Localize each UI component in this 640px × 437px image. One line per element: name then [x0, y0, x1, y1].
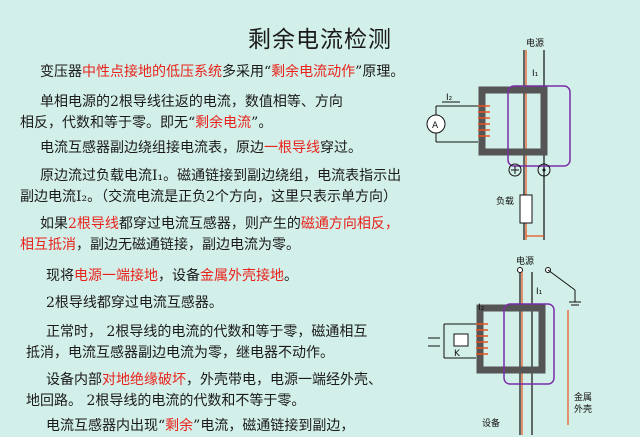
highlight: 2根导线	[68, 216, 119, 232]
power-label-2: 电源	[516, 255, 534, 267]
highlight: 金属外壳接地	[200, 268, 284, 284]
secondary-winding	[478, 105, 490, 137]
text: ”电流，磁通链接到副边，	[193, 418, 355, 434]
paragraph-4: 原边流过负载电流I₁。磁通链接到副边绕组，电流表指示出 副边电流I₂。（交流电流…	[20, 166, 402, 208]
shell-label-2: 外壳	[574, 403, 592, 415]
paragraph-6: 现将电源一端接地，设备金属外壳接地。	[46, 266, 298, 287]
text: 穿过。	[320, 140, 362, 156]
load	[519, 194, 533, 224]
text: ”。	[251, 115, 273, 131]
i2-label: I₂	[446, 93, 453, 103]
paragraph-7: 2根导线都穿过电流互感器。	[46, 295, 223, 311]
text: ，外壳带电，电源一端经外壳、	[186, 372, 382, 388]
text: 相反，代数和等于零。即无“	[20, 115, 196, 131]
text-line: 正常时， 2根导线的电流的代数和等于零，磁通相互	[46, 324, 368, 340]
flux-loop-2	[503, 303, 555, 385]
paragraph-5: 如果2根导线都穿过电流互感器，则产生的磁通方向相反， 相互抵消，副边无磁通链接，…	[20, 214, 399, 256]
text: ”原理。	[355, 64, 405, 80]
device-label: 设备	[482, 417, 500, 429]
highlight: 中性点接地的低压系统	[82, 64, 222, 80]
text: 电流互感器副边绕组接电流表，原边	[40, 140, 264, 156]
highlight: 对地绝缘破坏	[102, 372, 186, 388]
text-line: 原边流过负载电流I₁。磁通链接到副边绕组，电流表指示出	[40, 168, 402, 184]
shell-label-1: 金属	[574, 391, 592, 403]
text-line: 抵消，电流互感器副边电流为零，继电器不动作。	[26, 345, 334, 361]
highlight: 磁通方向相反，	[300, 216, 399, 232]
highlight: 电源一端接地	[74, 268, 158, 284]
text: 。	[284, 268, 298, 284]
i1-label-2: I₁	[536, 287, 543, 297]
text-line: 单相电源的2根导线往返的电流，数值相等、方向	[40, 94, 343, 110]
text-line: 地回路。 2根导线的电流的代数和不等于零。	[26, 393, 306, 409]
paragraph-1: 变压器中性点接地的低压系统多采用“剩余电流动作”原理。	[40, 62, 404, 83]
text: 如果	[40, 216, 68, 232]
paragraph-8: 正常时， 2根导线的电流的代数和等于零，磁通相互 抵消，电流互感器副边电流为零，…	[26, 322, 368, 364]
highlight: 剩余电流	[195, 115, 252, 131]
ct-diagram-single: 电源 I₁ I₂ A 负载	[426, 37, 571, 240]
secondary-winding-2	[476, 323, 488, 355]
page-title: 剩余电流检测	[248, 27, 392, 53]
highlight: 剩余电流动作	[271, 64, 356, 80]
i2-label-2: I₂	[478, 303, 485, 313]
text: 都穿过电流互感器，则产生的	[118, 216, 301, 232]
text: 设备内部	[46, 372, 102, 388]
text: 电流互感器内出现“	[46, 418, 166, 434]
text-line: 副边电流I₂。（交流电流是正负2个方向，这里只表示单方向）	[20, 189, 398, 205]
text: 多采用“	[222, 64, 272, 80]
power-label: 电源	[526, 37, 544, 49]
ct-core	[478, 86, 548, 156]
highlight: 一根导线	[264, 140, 320, 156]
text: ，副边无磁通链接，副边电流为零。	[76, 237, 300, 253]
paragraph-9: 设备内部对地绝缘破坏，外壳带电，电源一端经外壳、 地回路。 2根导线的电流的代数…	[26, 370, 382, 412]
paragraph-2: 单相电源的2根导线往返的电流，数值相等、方向 相反，代数和等于零。即无“剩余电流…	[20, 92, 343, 134]
ct-core-2	[476, 304, 546, 374]
relay	[453, 333, 469, 347]
paragraph-10: 电流互感器内出现“剩余”电流，磁通链接到副边，	[46, 416, 354, 437]
ct-diagram-dual: 电源 I₁ I₂ K 金属 外壳 设备	[428, 255, 592, 435]
text: ，设备	[158, 268, 200, 284]
paragraph-3: 电流互感器副边绕组接电流表，原边一根导线穿过。	[40, 138, 362, 159]
i1-label: I₁	[532, 69, 539, 79]
highlight: 剩余	[165, 418, 194, 434]
ammeter-label: A	[432, 121, 439, 131]
text: 现将	[46, 268, 74, 284]
ammeter	[426, 114, 446, 134]
text: 变压器	[40, 64, 82, 80]
load-label: 负载	[496, 195, 514, 207]
relay-label: K	[454, 349, 461, 359]
highlight: 相互抵消	[20, 237, 76, 253]
